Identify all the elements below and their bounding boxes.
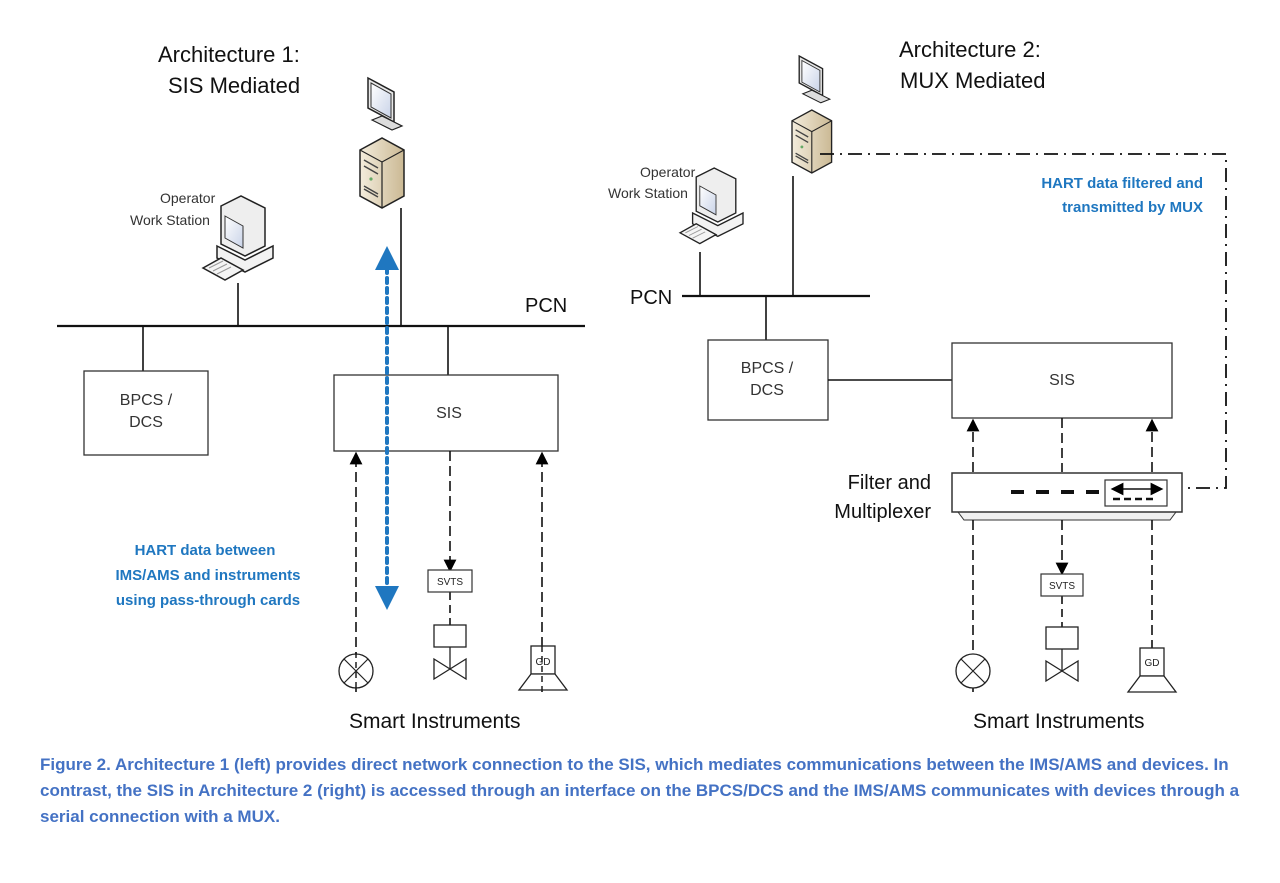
arch2-workstation-label-line2: Work Station [608, 185, 688, 201]
arch2-sis-box [951, 342, 1173, 419]
arch1-gd-label: GD [536, 657, 551, 668]
arch2-title-line2: MUX Mediated [900, 68, 1046, 93]
arch1-instruments-label: Smart Instruments [349, 710, 521, 733]
architecture-2: Architecture 2: MUX Mediated HART data f… [608, 37, 1227, 733]
desktop-computer-icon [202, 195, 274, 281]
arch2-svts-box [1040, 573, 1084, 597]
flow-sensor-icon [955, 653, 991, 689]
arch2-bpcs-label-line1: BPCS / [741, 360, 794, 377]
arch1-workstation-label-line2: Work Station [130, 212, 210, 228]
arch2-hart-note-line2: transmitted by MUX [1062, 199, 1203, 216]
arch2-pcn-label: PCN [630, 287, 672, 309]
arch1-sis-label: SIS [436, 405, 462, 422]
arch1-title-line2: SIS Mediated [168, 73, 300, 98]
arch2-gd-label: GD [1145, 658, 1160, 669]
arch2-sis-label: SIS [1049, 372, 1075, 389]
mux-serial-link [820, 153, 1227, 489]
arch1-bpcs-label-line2: DCS [129, 414, 163, 431]
arch2-mux-label-line1: Filter and [848, 472, 931, 494]
figure-caption: Figure 2. Architecture 1 (left) provides… [40, 755, 1240, 826]
arch2-bpcs-box [707, 339, 829, 421]
architecture-1: Architecture 1: SIS Mediated Operator Wo… [57, 42, 585, 733]
arch2-instruments-label: Smart Instruments [973, 710, 1145, 733]
multiplexer-device-icon [951, 472, 1183, 521]
arch1-hart-note-line3: using pass-through cards [116, 592, 300, 609]
arch1-pcn-label: PCN [525, 295, 567, 317]
arch2-hart-note-line1: HART data filtered and [1041, 175, 1203, 192]
shutdown-valve-icon [433, 624, 467, 680]
arch1-svts-box [427, 569, 473, 593]
gas-detector-icon [1127, 647, 1177, 693]
arch1-hart-note-line2: IMS/AMS and instruments [115, 567, 300, 584]
arch1-workstation-label-line1: Operator [160, 190, 216, 206]
arch2-title-line1: Architecture 2: [899, 37, 1041, 62]
arch2-workstation-label-line1: Operator [640, 164, 696, 180]
shutdown-valve-icon [1045, 626, 1079, 682]
arch2-svts-label: SVTS [1049, 581, 1075, 592]
arch2-bpcs-label-line2: DCS [750, 382, 784, 399]
server-icon [791, 55, 833, 174]
gas-detector-icon [518, 645, 568, 691]
arch1-sis-box [333, 374, 559, 452]
arch1-hart-note-line1: HART data between [135, 542, 276, 559]
arch1-svts-label: SVTS [437, 577, 463, 588]
server-icon [359, 77, 405, 209]
arch2-mux-label-line2: Multiplexer [834, 501, 931, 523]
arch1-title-line1: Architecture 1: [158, 42, 300, 67]
arch1-bpcs-label-line1: BPCS / [120, 392, 173, 409]
arch1-bpcs-box [83, 370, 209, 456]
